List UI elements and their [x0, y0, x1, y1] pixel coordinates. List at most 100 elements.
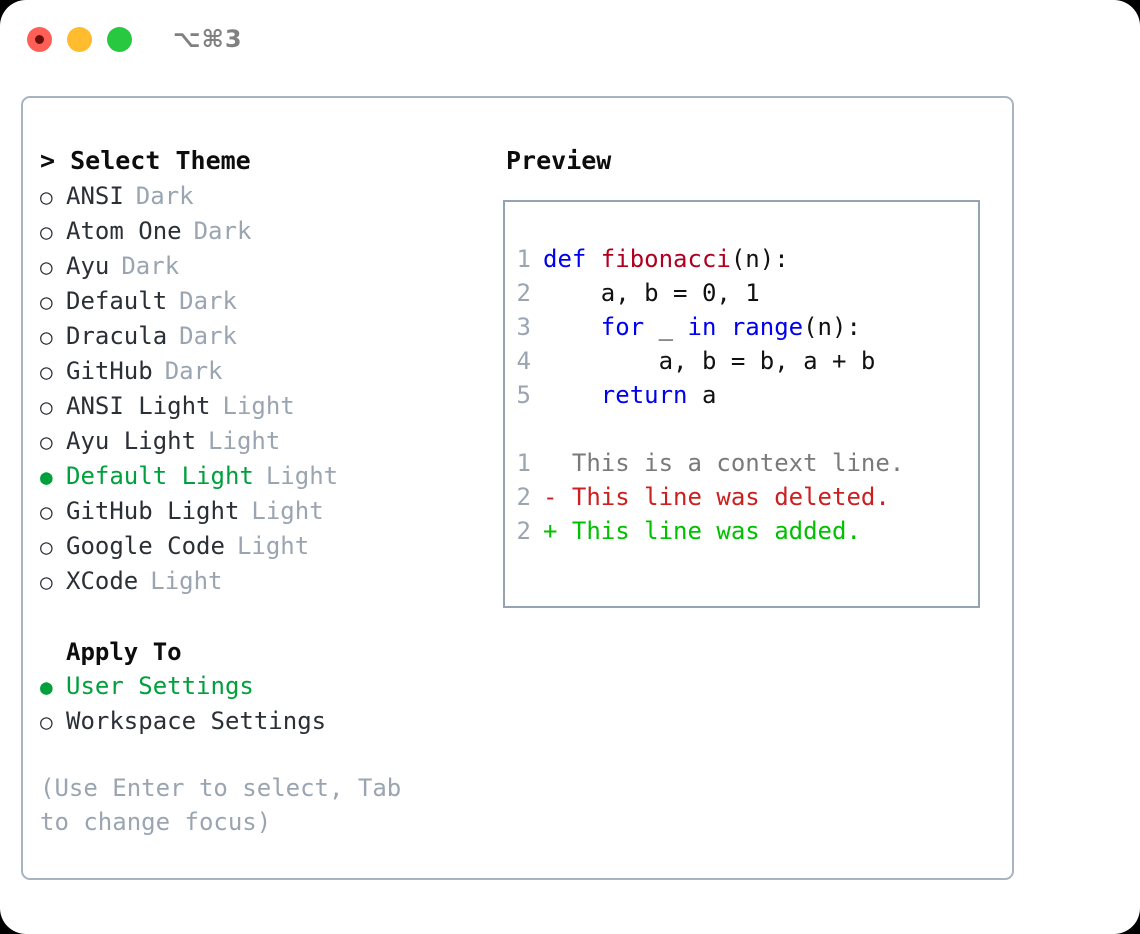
theme-variant-badge: Light [222, 392, 295, 420]
diff-line-ctx: 1 This is a context line. [505, 446, 978, 480]
theme-variant-badge: Dark [135, 182, 194, 210]
theme-option-label: GitHub Light [66, 497, 240, 525]
code-line-number: 3 [516, 313, 531, 341]
code-token-fn: fibonacci [600, 245, 731, 273]
minimize-button[interactable] [67, 26, 92, 52]
diff-text: This is a context line. [571, 449, 905, 477]
theme-variant-badge: Light [150, 567, 223, 595]
radio-selected-icon: ● [40, 465, 53, 489]
theme-option-atom-one[interactable]: ○ Atom One Dark [40, 214, 503, 249]
code-line-number: 2 [516, 279, 531, 307]
diff-line-text: This is a context line. [543, 446, 904, 480]
diff-line-text: - This line was deleted. [543, 480, 890, 514]
code-line-number: 4 [516, 347, 531, 375]
apply-to-heading: Apply To [66, 638, 182, 666]
radio-unselected-icon: ○ [40, 185, 53, 209]
theme-option-github-light[interactable]: ○ GitHub Light Light [40, 494, 503, 529]
code-token-kw: range [730, 313, 804, 341]
radio-selected-icon: ● [40, 675, 53, 699]
apply-to-option-workspace-settings[interactable]: ○Workspace Settings [40, 704, 503, 739]
theme-option-label: Default [66, 287, 168, 315]
code-token-plain: (n): [803, 313, 861, 341]
close-button[interactable] [27, 26, 52, 52]
theme-option-label: Dracula [66, 322, 168, 350]
keyboard-hint-text: (Use Enter to select, Tab to change focu… [40, 774, 416, 836]
theme-variant-badge: Dark [193, 217, 252, 245]
radio-unselected-icon: ○ [40, 535, 53, 559]
radio-unselected-icon: ○ [40, 290, 53, 314]
maximize-button[interactable] [107, 26, 132, 52]
theme-option-default[interactable]: ○ Default Dark [40, 284, 503, 319]
code-token-kw: in [687, 313, 731, 341]
theme-option-label: ANSI Light [66, 392, 211, 420]
theme-variant-badge: Light [251, 497, 324, 525]
code-token-plain: a, b = 0, 1 [543, 279, 760, 307]
code-line-number: 5 [516, 381, 531, 409]
theme-variant-badge: Dark [179, 287, 237, 315]
code-token-plain [543, 313, 601, 341]
theme-option-dracula[interactable]: ○ Dracula Dark [40, 319, 503, 354]
code-token-plain: a [701, 381, 717, 409]
radio-unselected-icon: ○ [40, 500, 53, 524]
radio-unselected-icon: ○ [40, 360, 53, 384]
code-line: 5 return a [505, 378, 978, 412]
titlebar-shortcut-label: ⌥⌘3 [173, 25, 243, 53]
radio-unselected-icon: ○ [40, 570, 53, 594]
radio-unselected-icon: ○ [40, 395, 53, 419]
code-line-number: 1 [516, 245, 531, 273]
apply-to-list[interactable]: ● User Settings ○Workspace Settings [40, 669, 503, 739]
theme-option-xcode[interactable]: ○ XCode Light [40, 564, 503, 599]
theme-option-label: Google Code [66, 532, 225, 560]
code-line: 1 def fibonacci(n): [505, 242, 978, 276]
code-line: 4 a, b = b, a + b [505, 344, 978, 378]
theme-option-label: Atom One [66, 217, 182, 245]
diff-preview: 1 This is a context line.2- This line wa… [505, 446, 978, 548]
code-line-text: a, b = 0, 1 [543, 276, 760, 310]
diff-line-number: 2 [516, 483, 531, 511]
radio-unselected-icon: ○ [40, 710, 53, 734]
code-token-plain: a, b = b, a + b [543, 347, 876, 375]
code-line-text: def fibonacci(n): [543, 242, 789, 276]
select-theme-heading: > Select Theme [40, 146, 251, 175]
theme-option-ansi-light[interactable]: ○ ANSI Light Light [40, 389, 503, 424]
code-token-plain: _ [658, 313, 688, 341]
theme-option-label: XCode [66, 567, 139, 595]
theme-option-label: Ayu [66, 252, 110, 280]
apply-to-option-label: User Settings [66, 672, 254, 700]
code-line: 3 for _ in range(n): [505, 310, 978, 344]
code-line: 2 a, b = 0, 1 [505, 276, 978, 310]
code-token-kw: def [543, 245, 601, 273]
code-token-kw: for [600, 313, 659, 341]
theme-option-label: GitHub [66, 357, 153, 385]
diff-marker: + [543, 517, 572, 545]
theme-variant-badge: Dark [179, 322, 237, 350]
diff-line-text: + This line was added. [543, 514, 861, 548]
diff-marker: - [543, 483, 572, 511]
code-token-kw: return [600, 381, 702, 409]
apply-to-option-user-settings[interactable]: ● User Settings [40, 669, 503, 704]
theme-option-label: Ayu Light [66, 427, 197, 455]
code-line-text: for _ in range(n): [543, 310, 861, 344]
diff-line-add: 2 + This line was added. [505, 514, 978, 548]
diff-marker [543, 449, 572, 477]
radio-unselected-icon: ○ [40, 325, 53, 349]
radio-unselected-icon: ○ [40, 220, 53, 244]
apply-to-section: Apply To ● User Settings ○Workspace Settin… [40, 635, 503, 739]
code-line-text: return a [543, 378, 717, 412]
traffic-lights [27, 26, 132, 52]
theme-variant-badge: Dark [121, 252, 180, 280]
diff-text: This line was deleted. [571, 483, 890, 511]
diff-line-number: 2 [516, 517, 531, 545]
theme-variant-badge: Light [208, 427, 281, 455]
